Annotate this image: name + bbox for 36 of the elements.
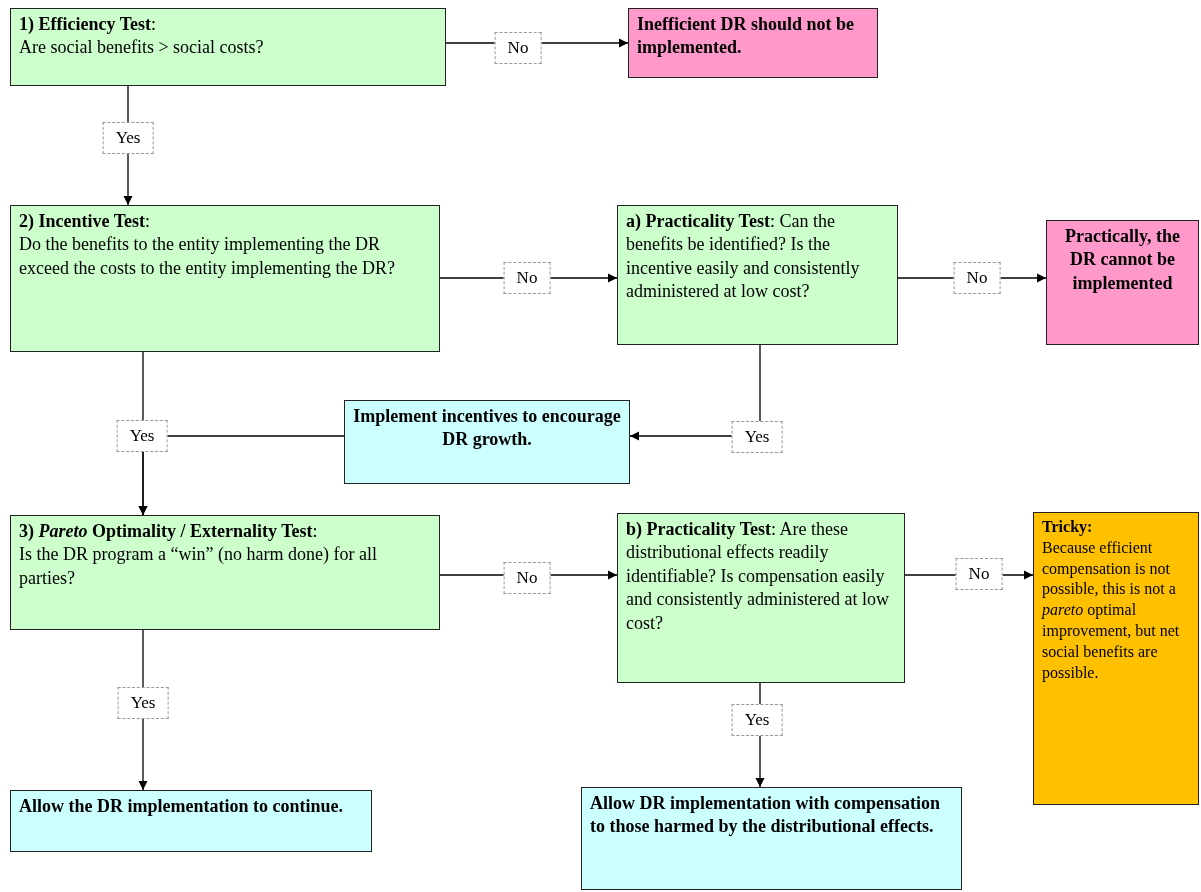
edge-label: Yes xyxy=(731,421,783,453)
text: Do the benefits to the entity implementing the DR exceed the costs to the entity implementing the DR? xyxy=(19,233,396,280)
decision-box xyxy=(617,205,898,345)
outcome-box xyxy=(628,8,878,78)
edge-label: Yes xyxy=(731,704,783,736)
decision-box xyxy=(10,515,440,630)
action-box xyxy=(344,400,630,484)
edge-label: Yes xyxy=(117,687,169,719)
outcome-box xyxy=(1033,512,1199,805)
heading: 2) Incentive Test: xyxy=(19,210,151,233)
heading: 1) Efficiency Test: xyxy=(19,13,157,36)
edge-label: No xyxy=(503,262,551,294)
heading: 3) Pareto Optimality / Externality Test: xyxy=(19,520,319,543)
text: Practically, the DR cannot be implemented xyxy=(1064,225,1181,295)
outcome-box xyxy=(10,790,372,852)
decision-box xyxy=(617,513,905,683)
decision-box xyxy=(10,8,446,86)
decision-box xyxy=(10,205,440,352)
edge-label: Yes xyxy=(102,122,154,154)
text: Implement incentives to encourage DR growth. xyxy=(353,405,621,452)
text: Inefficient DR should not be implemented. xyxy=(637,13,856,60)
edge-label: No xyxy=(494,32,542,64)
text: Is the DR program a “win” (no harm done) for all parties? xyxy=(19,543,378,590)
text: b) Practicality Test: Are these distributional effects readily identifiable? Is compensation easily and consistently administered at low cost? xyxy=(626,518,890,635)
edge-label: No xyxy=(953,262,1001,294)
edge-label: No xyxy=(955,558,1003,590)
edge-label: Yes xyxy=(116,420,168,452)
text: Allow the DR implementation to continue. xyxy=(19,795,344,818)
text: Allow DR implementation with compensation to those harmed by the distributional effects. xyxy=(590,792,941,839)
edge-label: No xyxy=(503,562,551,594)
text: a) Practicality Test: Can the benefits be identified? Is the incentive easily and consistently administered at low cost? xyxy=(626,210,861,304)
text: Are social benefits > social costs? xyxy=(19,36,265,60)
outcome-box xyxy=(581,787,962,890)
outcome-box xyxy=(1046,220,1199,345)
text: Because efficient compensation is not possible, this is not a pareto optimal improvement, but net social benefits are possible. xyxy=(1042,537,1181,684)
heading: Tricky: xyxy=(1042,517,1094,538)
